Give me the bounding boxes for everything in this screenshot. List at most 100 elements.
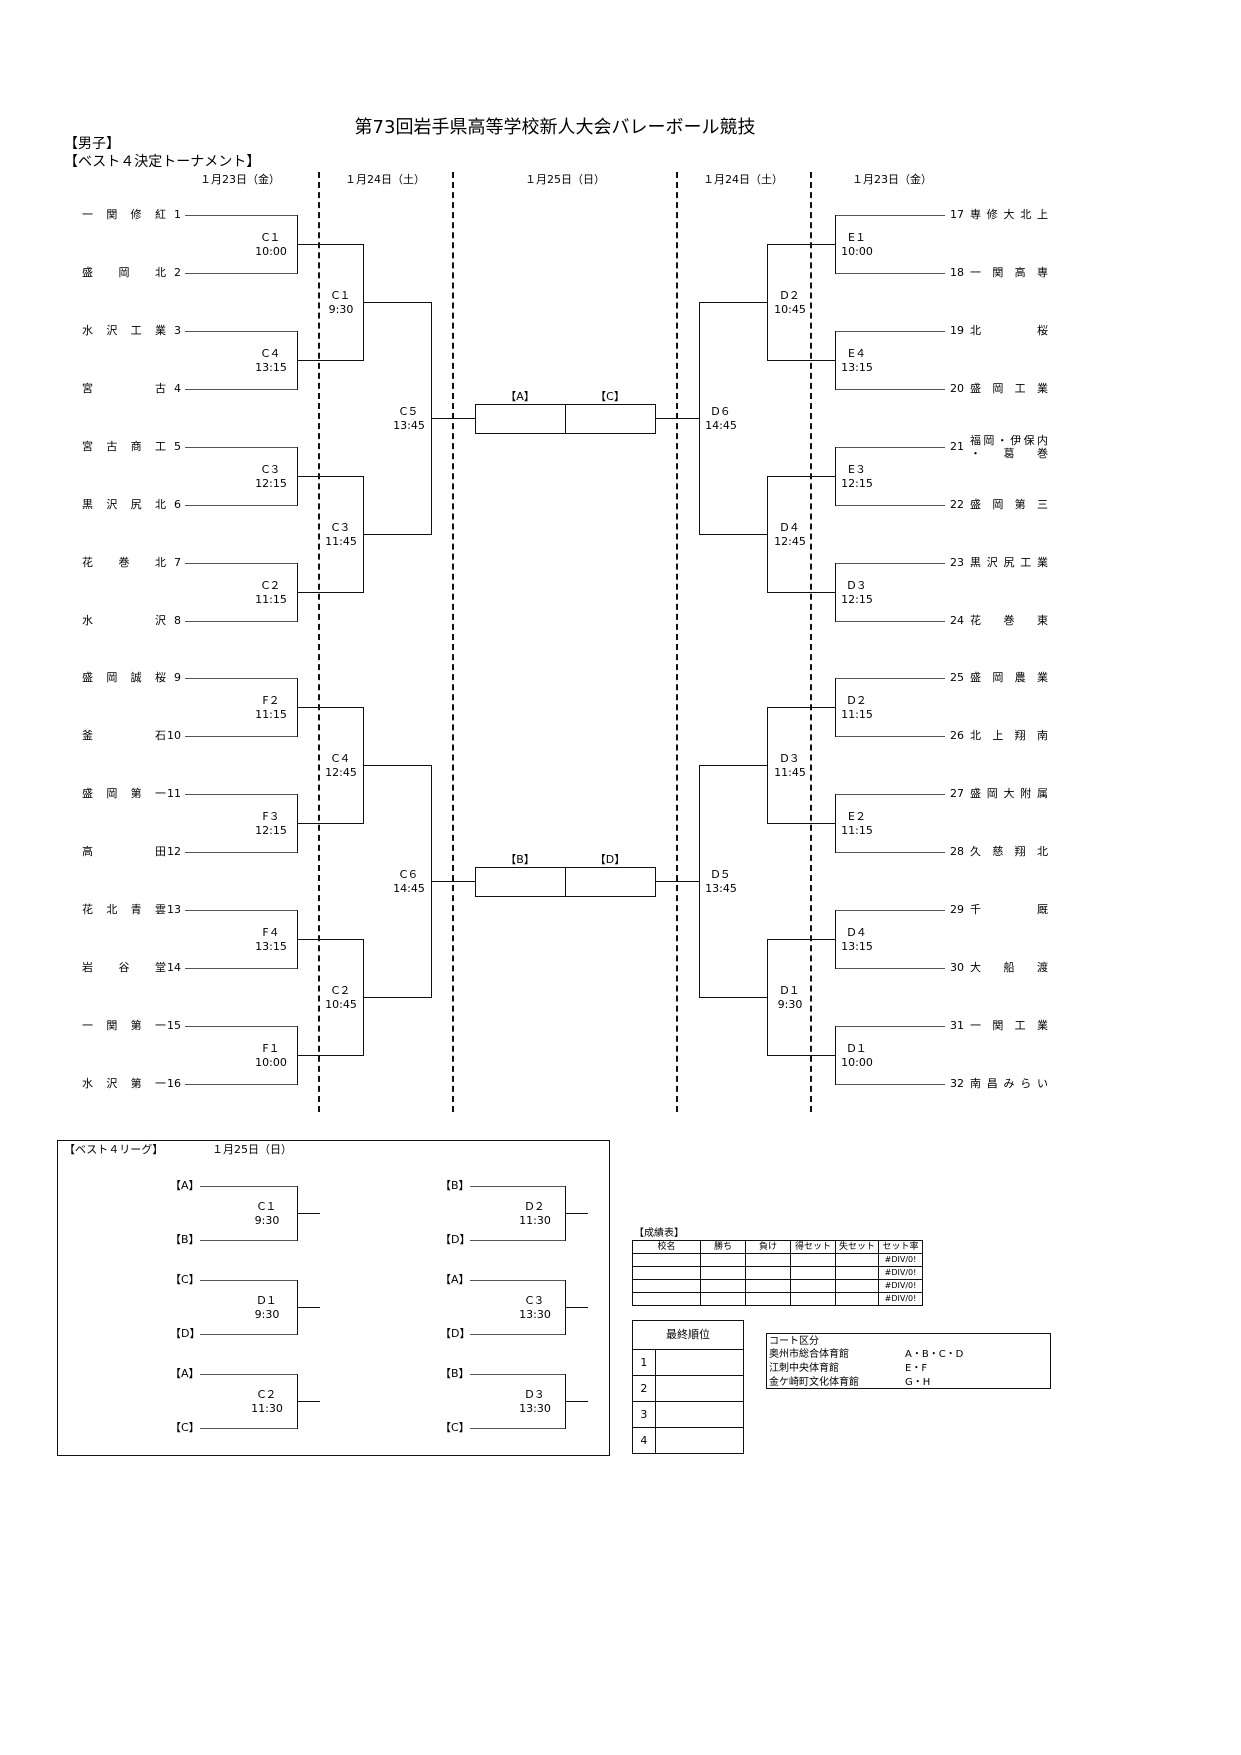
court-assignment-box bbox=[766, 1333, 1051, 1389]
team-name: 岩谷堂 bbox=[82, 961, 166, 974]
seed-number: 4 bbox=[174, 382, 181, 395]
results-cell bbox=[700, 1266, 746, 1280]
seed-number: 16 bbox=[167, 1077, 181, 1090]
seed-number: 25 bbox=[950, 671, 964, 684]
date-header: １月23日（金） bbox=[200, 173, 280, 186]
final-slot-label: 【D】 bbox=[594, 853, 626, 866]
bracket-line bbox=[470, 1428, 565, 1429]
league-slot-label: 【B】 bbox=[440, 1367, 470, 1380]
match-court: C２ bbox=[261, 579, 281, 592]
league-slot-label: 【B】 bbox=[170, 1233, 200, 1246]
bracket-line bbox=[767, 939, 835, 940]
team-name: 盛岡第三 bbox=[970, 498, 1048, 511]
match-time: 9:30 bbox=[254, 1214, 280, 1227]
final-slot-box bbox=[565, 404, 656, 434]
date-header: １月24日（土） bbox=[703, 173, 783, 186]
match-court: D６ bbox=[711, 405, 731, 418]
match-court: D３ bbox=[780, 752, 800, 765]
match-time: 11:45 bbox=[774, 766, 806, 779]
seed-number: 20 bbox=[950, 382, 964, 395]
league-panel bbox=[57, 1140, 610, 1456]
results-cell bbox=[790, 1279, 836, 1293]
bracket-line bbox=[297, 1055, 363, 1056]
match-court: F４ bbox=[262, 926, 280, 939]
team-name: 宮古 bbox=[82, 382, 166, 395]
seed-number: 19 bbox=[950, 324, 964, 337]
rank-school bbox=[654, 1375, 745, 1402]
results-cell bbox=[632, 1292, 701, 1306]
match-time: 13:15 bbox=[255, 361, 287, 374]
results-header: 失セット bbox=[835, 1240, 879, 1254]
results-cell bbox=[700, 1292, 746, 1306]
results-cell bbox=[790, 1292, 836, 1306]
match-time: 13:15 bbox=[841, 940, 873, 953]
bracket-line bbox=[297, 244, 363, 245]
match-court: D３ bbox=[525, 1388, 545, 1401]
bracket-line bbox=[835, 736, 945, 737]
team-name: 盛岡北 bbox=[82, 266, 166, 279]
results-cell bbox=[700, 1279, 746, 1293]
final-slot-box bbox=[565, 867, 656, 897]
results-row: #DIV/0! bbox=[632, 1279, 923, 1293]
seed-number: 2 bbox=[174, 266, 181, 279]
results-row: #DIV/0! bbox=[632, 1266, 923, 1280]
team-name: 花巻東 bbox=[970, 614, 1048, 627]
seed-number: 3 bbox=[174, 324, 181, 337]
team-name: 北上翔南 bbox=[970, 729, 1048, 742]
seed-number: 12 bbox=[167, 845, 181, 858]
bracket-line bbox=[565, 1213, 588, 1214]
seed-number: 1 bbox=[174, 208, 181, 221]
results-cell bbox=[790, 1253, 836, 1267]
match-court: D２ bbox=[525, 1200, 545, 1213]
match-time: 9:30 bbox=[254, 1308, 280, 1321]
bracket-line bbox=[185, 852, 297, 853]
results-cell bbox=[835, 1279, 879, 1293]
bracket-line bbox=[363, 765, 431, 766]
bracket-line bbox=[655, 418, 699, 419]
section-label: 【男子】 bbox=[64, 136, 120, 152]
bracket-line bbox=[297, 939, 363, 940]
seed-number: 31 bbox=[950, 1019, 964, 1032]
bracket-line bbox=[185, 331, 297, 332]
team-name: 盛岡農業 bbox=[970, 671, 1048, 684]
results-cell bbox=[835, 1292, 879, 1306]
bracket-line bbox=[470, 1374, 565, 1375]
league-slot-label: 【D】 bbox=[170, 1327, 201, 1340]
results-cell: #DIV/0! bbox=[878, 1266, 923, 1280]
bracket-line bbox=[185, 678, 297, 679]
match-court: E３ bbox=[848, 463, 866, 476]
team-name: 宮古商工 bbox=[82, 440, 166, 453]
match-court: E４ bbox=[848, 347, 866, 360]
venue-courts: G・H bbox=[905, 1377, 931, 1388]
bracket-line bbox=[767, 939, 768, 1056]
match-time: 10:00 bbox=[841, 245, 873, 258]
bracket-line bbox=[699, 765, 767, 766]
seed-number: 30 bbox=[950, 961, 964, 974]
bracket-line bbox=[185, 389, 297, 390]
bracket-line bbox=[835, 273, 945, 274]
match-time: 10:45 bbox=[325, 998, 357, 1011]
bracket-line bbox=[363, 534, 431, 535]
results-title: 【成績表】 bbox=[634, 1228, 684, 1239]
league-slot-label: 【C】 bbox=[170, 1421, 200, 1434]
league-slot-label: 【D】 bbox=[440, 1327, 471, 1340]
team-name: 水沢 bbox=[82, 614, 166, 627]
match-time: 10:00 bbox=[841, 1056, 873, 1069]
bracket-line bbox=[297, 707, 363, 708]
match-court: C５ bbox=[399, 405, 419, 418]
match-court: D１ bbox=[780, 984, 800, 997]
bracket-line bbox=[835, 794, 836, 853]
team-name: 北桜 bbox=[970, 324, 1048, 337]
bracket-line bbox=[200, 1186, 297, 1187]
match-court: C４ bbox=[261, 347, 281, 360]
bracket-line bbox=[185, 447, 297, 448]
results-cell bbox=[835, 1266, 879, 1280]
seed-number: 21 bbox=[950, 440, 964, 453]
bracket-line bbox=[767, 360, 835, 361]
match-time: 9:30 bbox=[777, 998, 803, 1011]
match-time: 11:15 bbox=[841, 824, 873, 837]
results-header: 負け bbox=[745, 1240, 791, 1254]
match-court: C６ bbox=[399, 868, 419, 881]
team-name: 専修大北上 bbox=[970, 208, 1048, 221]
